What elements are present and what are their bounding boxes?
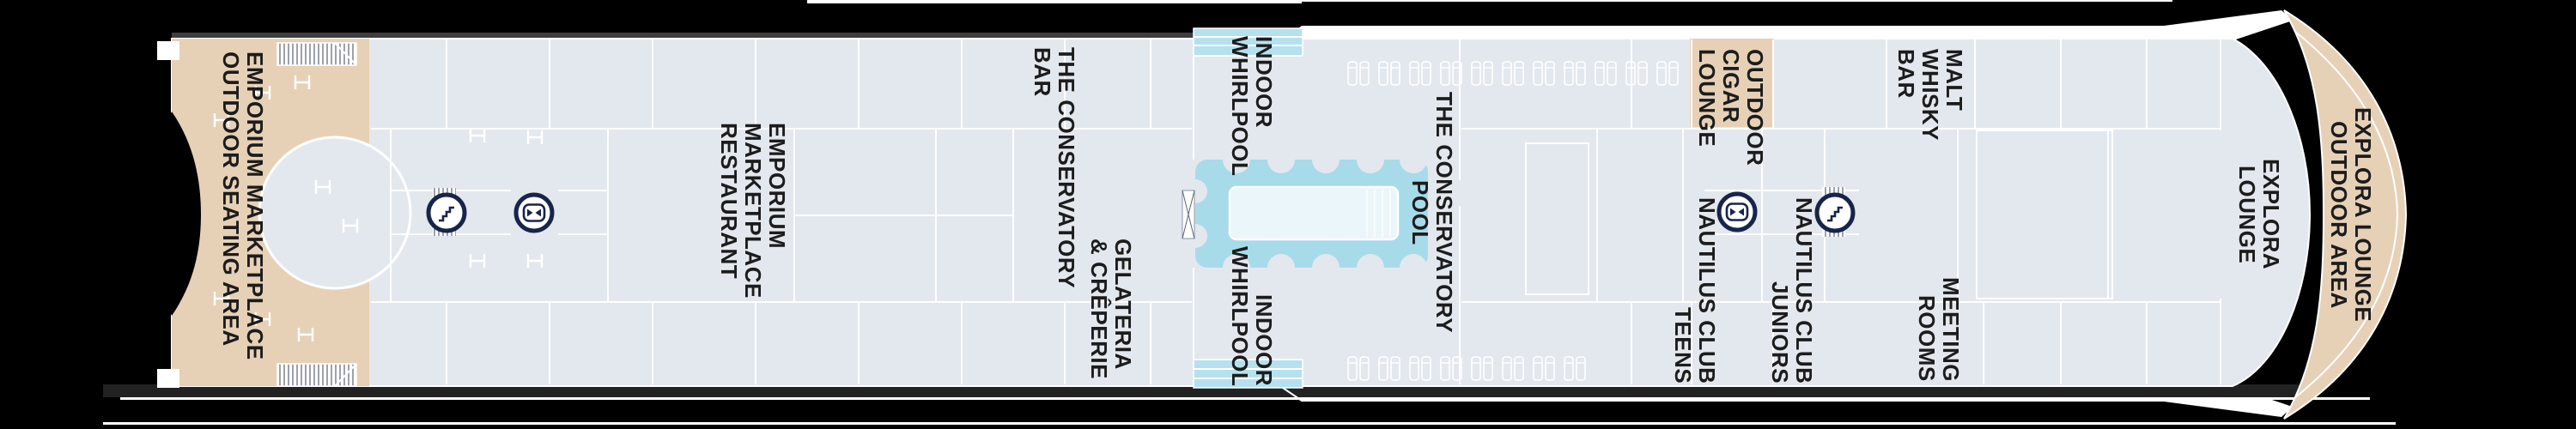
restaurant-rotunda (258, 136, 412, 290)
stern-platform (157, 41, 179, 60)
label-meeting-rooms: MEETING ROOMS (1914, 277, 1964, 382)
label-explora-lounge-outdoor-area: EXPLORA LOUNGE OUTDOOR AREA (2326, 106, 2376, 323)
stern-platform (157, 369, 179, 388)
explora-lounge-room (1976, 130, 2113, 299)
label-explora-lounge: EXPLORA LOUNGE (2234, 159, 2284, 270)
indoor-whirlpool-top-area (1193, 27, 1303, 57)
cigar-lounge-area (1690, 39, 1774, 127)
hull-band-bottom (103, 384, 2301, 397)
label-emporium-marketplace-restaurant: EMPORIUM MARKETPLACE RESTAURANT (716, 123, 790, 299)
label-indoor-whirlpool-top: INDOOR WHIRLPOOL (1227, 36, 1277, 177)
label-the-conservatory-pool: THE CONSERVATORY POOL (1407, 91, 1457, 334)
label-the-conservatory-bar: THE CONSERVATORY BAR (1030, 47, 1079, 289)
label-malt-whisky-bar: MALT WHISKY BAR (1893, 49, 1967, 141)
bow-outdoor-area (2283, 9, 2408, 420)
conservatory-pool-area (1182, 146, 1428, 281)
bulwark-top (1283, 10, 2293, 39)
label-nautilus-club-teens: NAUTILUS CLUB TEENS (1670, 196, 1720, 384)
bow-trim-line (2293, 30, 2399, 399)
label-indoor-whirlpool-bottom: INDOOR WHIRLPOOL (1227, 245, 1277, 386)
label-nautilus-club-juniors: NAUTILUS CLUB JUNIORS (1767, 196, 1817, 384)
label-outdoor-cigar-lounge: OUTDOOR CIGAR LOUNGE (1694, 49, 1768, 166)
label-gelateria-creperie: GELATERIA & CRÊPERIE (1086, 239, 1136, 379)
stern-notch (172, 112, 201, 316)
conservatory-side-room (1525, 142, 1589, 295)
hull-band-top (172, 33, 1301, 38)
external-stairs (276, 42, 357, 387)
label-emporium-marketplace-outdoor-seating-area: EMPORIUM MARKETPLACE OUTDOOR SEATING ARE… (218, 51, 268, 360)
deck-above-sliver (807, 0, 1302, 3)
indoor-whirlpool-bottom-area (1193, 359, 1303, 389)
deck-below-outline (120, 397, 2370, 400)
